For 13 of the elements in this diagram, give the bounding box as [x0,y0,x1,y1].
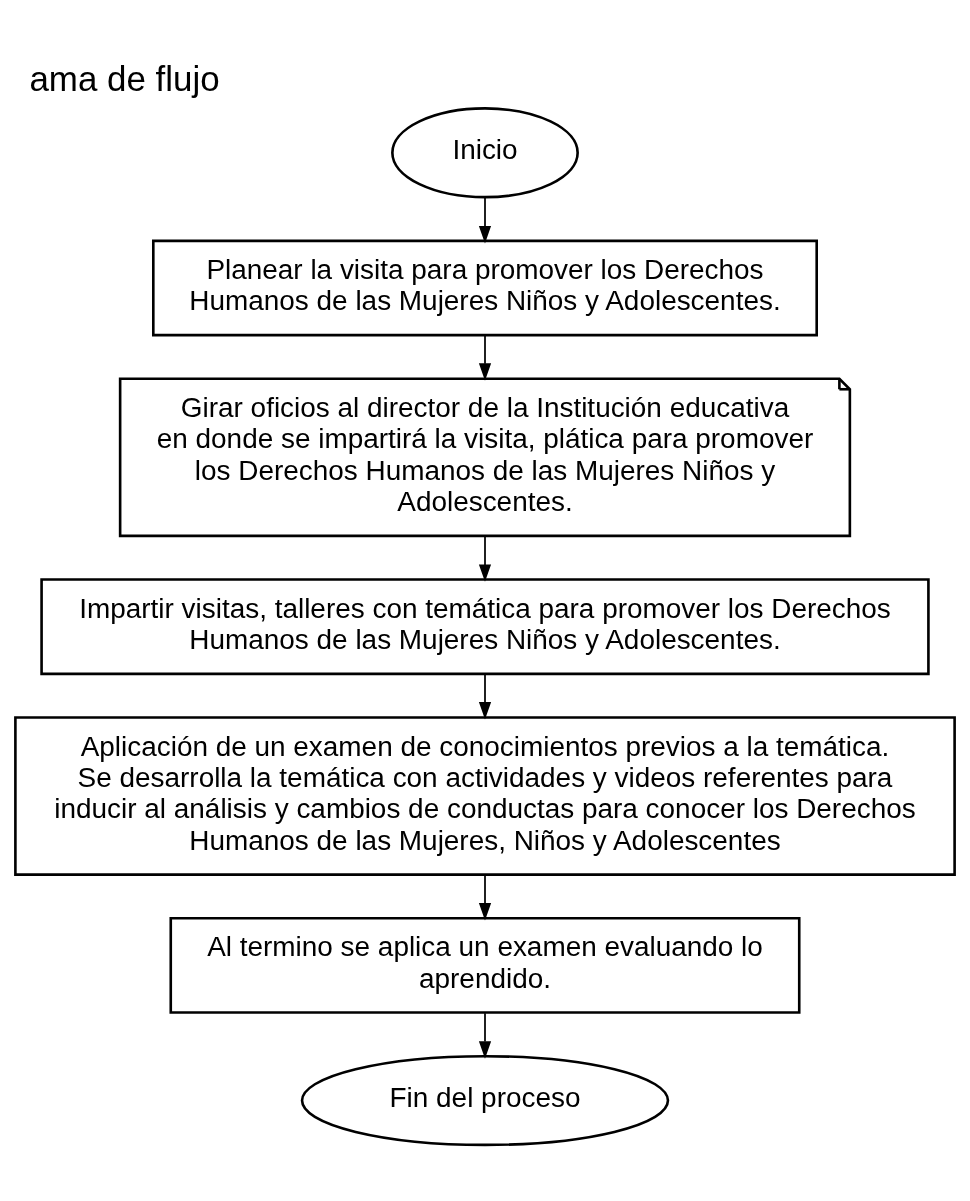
arrow [478,673,492,720]
node-box: Aplicación de un examen de conocimientos previos a la temática. Se desarrolla la temática con actividades y videos referentes para inducir al análisis y cambios de conductas para conocer los Derechos Humanos de las Mujeres, Niños y Adolescentes [14,716,956,876]
diagram-title: ama de flujo [29,58,220,98]
arrow [478,874,492,921]
node-box: Al termino se aplica un examen evaluando lo aprendido. [169,916,801,1014]
node-ellipse: Inicio [391,107,579,199]
arrow [478,196,492,244]
arrow [478,1012,492,1059]
node-box: Impartir visitas, talleres con temática para promover los Derechos Humanos de las Mujeres Niños y Adolescentes. [40,578,930,676]
node-box: Planear la visita para promover los Derechos Humanos de las Mujeres Niños y Adolescentes. [152,239,818,337]
arrow [478,334,492,381]
node-ellipse: Fin del proceso [300,1054,670,1147]
arrow [478,535,492,582]
